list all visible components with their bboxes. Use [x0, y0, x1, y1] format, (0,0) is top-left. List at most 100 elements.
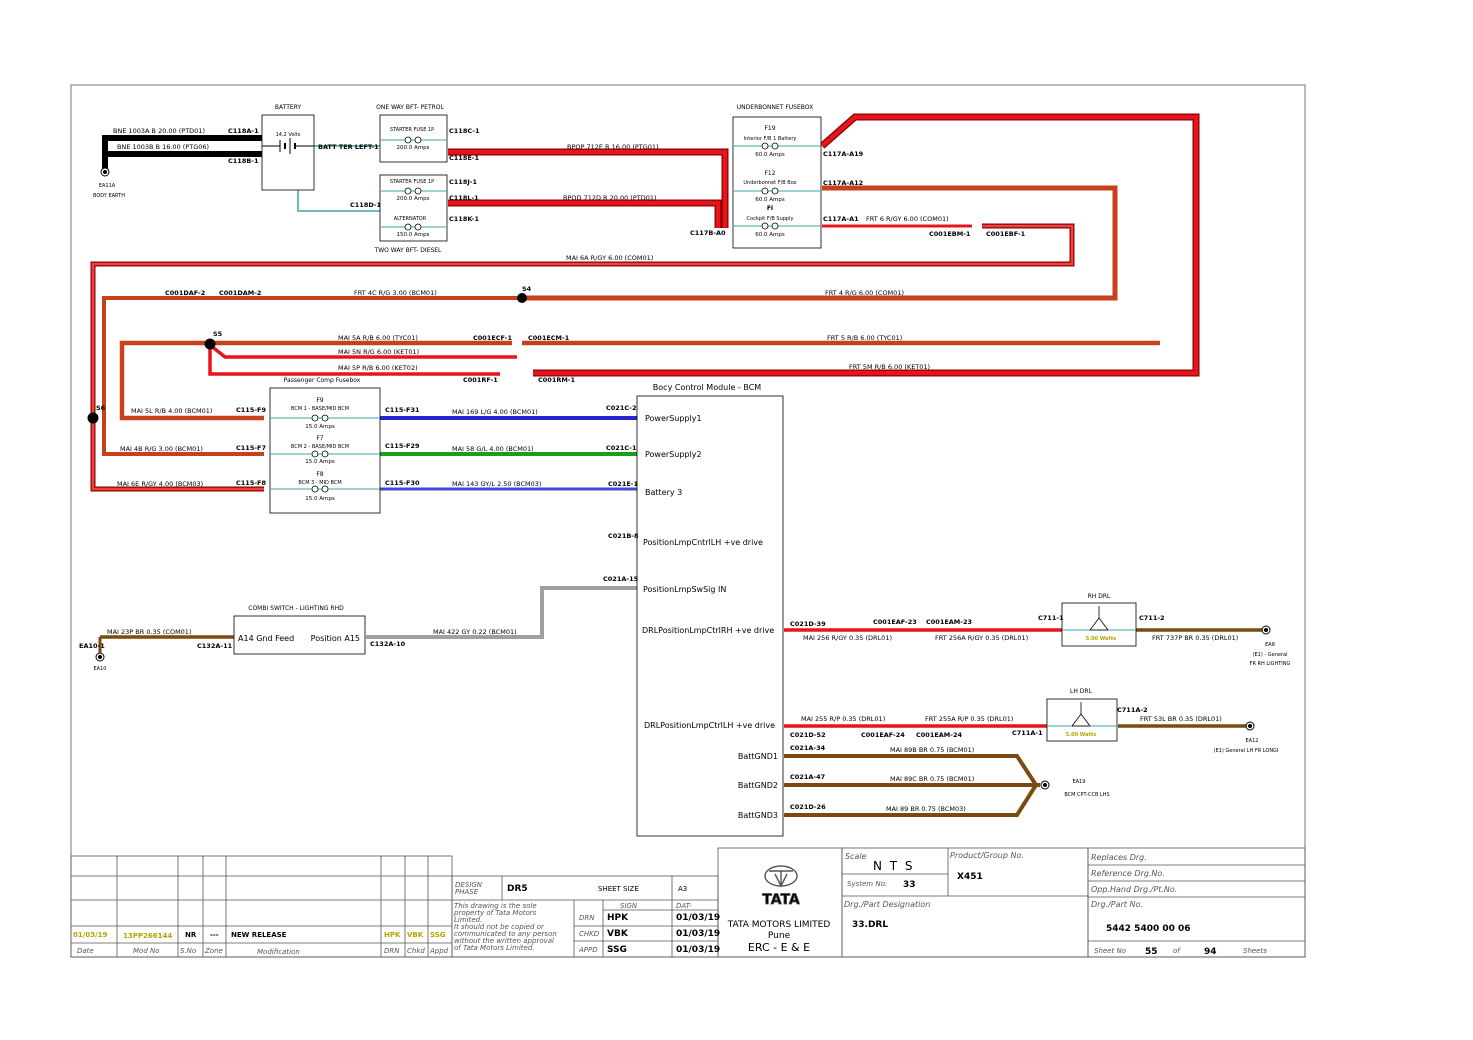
system-no-value: 33 — [903, 880, 916, 890]
bcm-pin: DRLPositionLmpCtrlLH +ve drive — [644, 721, 775, 730]
ubfb-fuse-id: F12 — [764, 170, 775, 177]
product-value: X451 — [957, 872, 983, 882]
scale-value: N T S — [873, 859, 915, 873]
bcm-pin: BattGND3 — [738, 811, 778, 820]
diesel-bft-box: STARTER FUSE 1P 200.0 Amps ALTERNATOR 15… — [374, 174, 448, 254]
designation-label: Drg./Part Designation — [844, 900, 930, 909]
combi-pin-right: Position A15 — [311, 634, 360, 643]
connector-label: C021C-2 — [606, 404, 636, 412]
tata-wordmark: TATA — [762, 892, 800, 908]
bcm-pin: PositionLmpSwSig IN — [643, 585, 726, 594]
rev-modification: NEW RELEASE — [231, 931, 287, 939]
sheets-label: Sheets — [1243, 947, 1267, 955]
wire-bpop-712e — [448, 149, 728, 228]
combi-title: COMBI SWITCH - LIGHTING RHD — [248, 605, 344, 612]
fuse-icon — [761, 187, 779, 195]
rev-sno: NR — [185, 931, 197, 939]
wire-label: MAI 143 GY/L 2.50 (BCM03) — [452, 480, 541, 488]
rev-chkd: VBK — [407, 931, 424, 939]
connector-label: C115-F29 — [385, 442, 420, 450]
part-no-value: 5442 5400 00 06 — [1106, 924, 1191, 934]
rev-header: Zone — [204, 947, 223, 955]
connector-label: C118A-1 — [228, 127, 259, 135]
bcm-pin: BattGND1 — [738, 752, 778, 761]
tata-logo-icon — [764, 865, 798, 888]
part-no-label: Drg./Part No. — [1091, 900, 1143, 909]
battery-box: BATTERY 14.2 Volts — [261, 104, 315, 191]
sign-date: 01/03/19 — [676, 945, 720, 955]
wires-layer — [90, 113, 1262, 817]
ground-label: BCM CPT-CCB LHS — [1064, 792, 1109, 798]
sign-label: SIGN — [620, 902, 638, 910]
sign-date: 01/03/19 — [676, 913, 720, 923]
diesel-fuse1-name: STARTER FUSE 1P — [390, 179, 434, 185]
bcm-pin: PowerSupply2 — [645, 450, 702, 459]
connector-label: C021A-34 — [790, 744, 826, 752]
wire-label: MAI 5P R/B 6.00 (KET02) — [338, 364, 418, 372]
sign-value: HPK — [607, 913, 629, 923]
title-block — [70, 847, 1306, 958]
wire-label: MAI 5A R/B 6.00 (TYC01) — [338, 334, 418, 342]
petrol-bft-box: ONE WAY BFT- PETROL STARTER FUSE 1P 200.… — [376, 104, 448, 163]
wire-label: MAI 6A R/GY 6.00 (COM01) — [566, 254, 653, 262]
ubfb-fuse-amps: 60.0 Amps — [755, 232, 785, 238]
wire-label: FRT 6 R/GY 6.00 (COM01) — [866, 215, 949, 223]
pcfb-fuse-f9: F9 BCM 1 - BASE/MID BCM 15.0 Amps — [270, 397, 380, 430]
wire-bpod-712d — [448, 200, 721, 228]
opp-hand-label: Opp.Hand Drg./Pt.No. — [1091, 885, 1177, 894]
connector-label: C001EAF-23 — [873, 618, 917, 626]
connector-label: C001RF-1 — [463, 376, 498, 384]
wire-label: MAI 169 L/G 4.00 (BCM01) — [452, 408, 538, 416]
connector-label: C118E-1 — [449, 154, 479, 162]
connector-label: C001ECF-1 — [473, 334, 512, 342]
underbonnet-fusebox: UNDERBONNET FUSEBOX F19 Interior F/B 1 B… — [732, 104, 822, 249]
passenger-comp-fusebox: Passenger Comp Fusebox F9 BCM 1 - BASE/M… — [269, 377, 381, 514]
ubfb-fuse-amps: 60.0 Amps — [755, 152, 785, 158]
wire-label: FRT 737P BR 0.35 (DRL01) — [1152, 634, 1238, 642]
petrol-fuse-amps: 200.0 Amps — [397, 145, 430, 151]
ubfb-fuse-amps: 60.0 Amps — [755, 197, 785, 203]
company-name: TATA MOTORS LIMITED — [727, 920, 831, 930]
wire-label: BPOD 712D R 20.00 (PTD01) — [563, 194, 657, 202]
sign-role: APPD — [578, 946, 598, 954]
connector-label: C117A-A12 — [823, 179, 863, 187]
ubfb-fuse-f12: F12 Underbonnet F/B Box 60.0 Amps — [733, 170, 821, 203]
connector-label: C115-F8 — [236, 479, 266, 487]
of-label: of — [1173, 947, 1181, 955]
pcfb-fuse-amps: 15.0 Amps — [305, 424, 335, 430]
ground-id: EA8 — [1265, 642, 1275, 648]
wire-labels: BNE 1003A B 20.00 (PTD01) BNE 1003B B 16… — [107, 127, 1238, 813]
company-dept: ERC - E & E — [748, 941, 810, 954]
splice-s4-icon — [517, 293, 527, 303]
company-city: Pune — [768, 931, 791, 941]
designation-value: 33.DRL — [852, 920, 888, 930]
pcfb-fuse-id: F8 — [316, 471, 323, 478]
wire-label: BPOP 712E R 16.00 (PTG01) — [567, 143, 659, 151]
bcm-pin: PowerSupply1 — [645, 414, 702, 423]
diesel-fuse2-amps: 150.0 Amps — [397, 232, 430, 238]
title-block-text: 01/03/19 13PP266144 NR --- NEW RELEASE H… — [73, 851, 1267, 957]
connector-label: C021D-52 — [790, 731, 826, 739]
connector-label: EA10-1 — [79, 642, 105, 650]
connector-label: C001DAF-2 — [165, 289, 205, 297]
wire-bne-1003a — [102, 135, 262, 170]
rev-zone: --- — [210, 931, 219, 939]
connector-label: C001EAM-23 — [926, 618, 972, 626]
disclaimer-line: Limited. — [454, 916, 482, 924]
pcfb-fuse-name: BCM 3 - MID BCM — [298, 480, 341, 486]
wire-label: MAI 5N R/G 6.00 (KET01) — [338, 348, 419, 356]
ground-label: (E1) - General — [1253, 652, 1288, 658]
ground-id: EA11A — [99, 183, 116, 189]
lamp-icon — [1089, 606, 1109, 631]
fuse-icon — [311, 450, 329, 458]
connector-label: C115-F7 — [236, 444, 266, 452]
system-no-label: System No: — [847, 880, 887, 888]
ubfb-fuse-f19: F19 Interior F/B 1 Battery 60.0 Amps — [733, 125, 821, 158]
disclaimer: This drawing is the sole property of Tat… — [453, 902, 557, 952]
lh-drl-title: LH DRL — [1070, 688, 1093, 695]
wire-frt-4 — [522, 185, 1118, 301]
ground-label: BODY EARTH — [93, 193, 125, 199]
sign-role: CHKD — [579, 930, 600, 938]
